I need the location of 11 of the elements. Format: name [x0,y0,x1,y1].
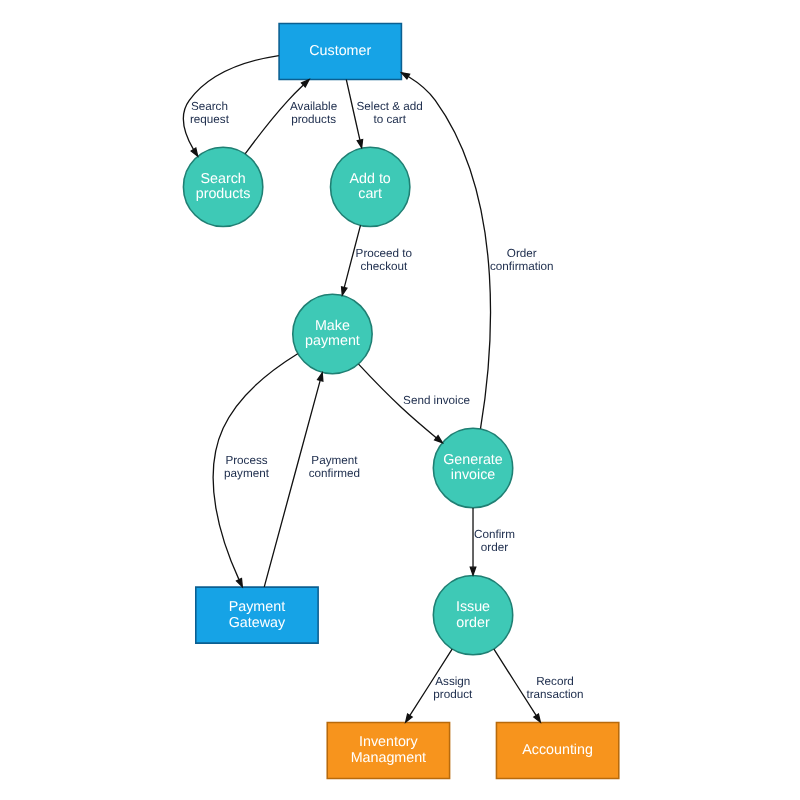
arrow [181,53,279,157]
arrow [211,352,298,588]
arrow [398,70,491,429]
arrow [262,369,323,587]
arrow [492,647,541,723]
arrow [468,506,476,576]
arrow [403,647,452,723]
arrow [339,223,361,296]
arrow [344,78,363,149]
arrow [356,362,443,443]
arrow [243,77,310,154]
